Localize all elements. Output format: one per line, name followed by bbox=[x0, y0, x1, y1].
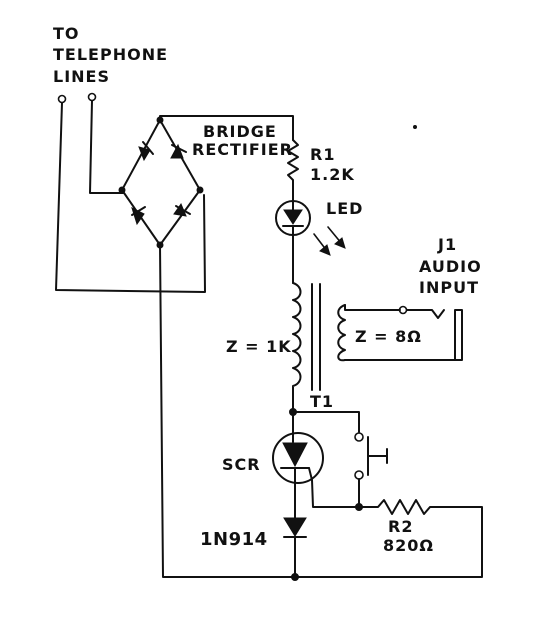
pushbutton-switch bbox=[292, 411, 388, 508]
label-r1-value: 1.2K bbox=[310, 165, 355, 184]
j1-audio-jack bbox=[398, 305, 463, 361]
t1-transformer bbox=[292, 282, 456, 413]
label-j1-input: INPUT bbox=[419, 278, 479, 297]
label-bridge: BRIDGE bbox=[203, 122, 277, 141]
label-rectifier: RECTIFIER bbox=[192, 140, 293, 159]
scr-thyristor bbox=[272, 411, 360, 508]
label-r1-name: R1 bbox=[310, 145, 335, 164]
label-secondary-impedance: Z = 8Ω bbox=[355, 327, 422, 346]
label-t1: T1 bbox=[310, 392, 334, 411]
top-rail-wire bbox=[159, 115, 294, 141]
stray-dot bbox=[413, 125, 417, 129]
label-diode: 1N914 bbox=[200, 529, 268, 550]
bottom-return-wire bbox=[159, 244, 296, 578]
label-r2-value: 820Ω bbox=[383, 536, 434, 555]
led-indicator bbox=[275, 200, 346, 256]
label-primary-impedance: Z = 1K bbox=[226, 337, 292, 356]
label-lines-telephone: TELEPHONE bbox=[53, 45, 168, 64]
r2-resistor bbox=[294, 499, 483, 578]
label-led: LED bbox=[326, 199, 363, 218]
r1-resistor bbox=[287, 139, 299, 203]
label-j1-audio: AUDIO bbox=[419, 257, 482, 276]
diode-1n914 bbox=[283, 517, 307, 578]
label-r2-name: R2 bbox=[388, 517, 413, 536]
bottom-node bbox=[291, 573, 299, 581]
label-lines-to: TO bbox=[53, 24, 80, 43]
telephone-line-terminals bbox=[55, 92, 206, 293]
label-j1-name: J1 bbox=[437, 235, 457, 254]
label-scr: SCR bbox=[222, 455, 261, 474]
label-lines-lines: LINES bbox=[53, 67, 110, 86]
bridge-rectifier bbox=[118, 116, 204, 249]
